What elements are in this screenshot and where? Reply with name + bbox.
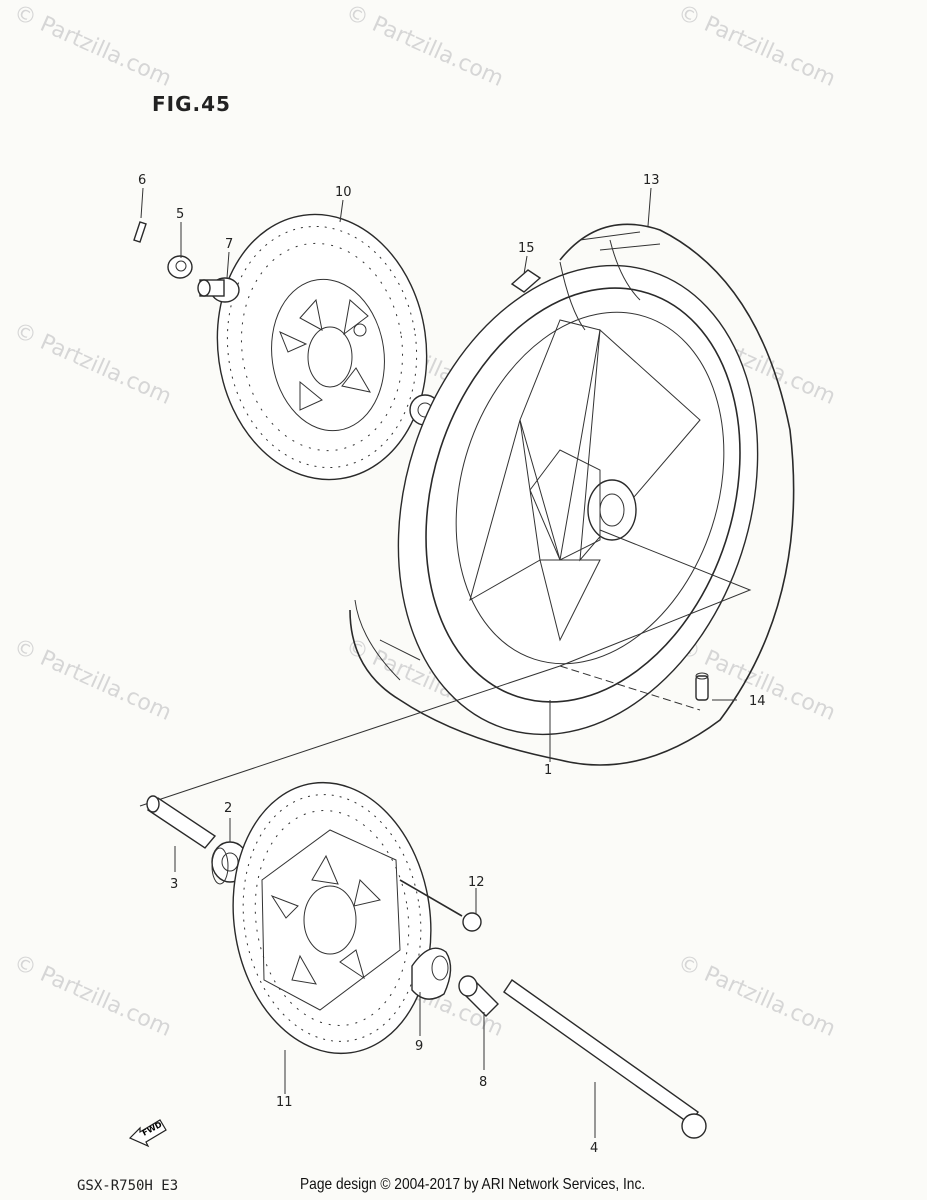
callout-5: 5 — [176, 207, 184, 222]
callout-6: 6 — [138, 173, 146, 188]
brake-disc-upper[interactable] — [201, 201, 444, 493]
callout-12: 12 — [468, 875, 485, 890]
brake-disc-lower[interactable] — [216, 770, 448, 1067]
axle-nut[interactable] — [167, 255, 193, 279]
callout-11: 11 — [276, 1095, 293, 1110]
front-tire[interactable] — [349, 223, 795, 766]
callout-8: 8 — [479, 1075, 487, 1090]
leader-lines — [140, 187, 737, 1138]
tire-valve[interactable] — [695, 672, 709, 701]
front-axle[interactable] — [503, 979, 707, 1139]
model-code: GSX-R750H E3 — [77, 1178, 179, 1194]
axle-collar[interactable] — [458, 975, 499, 1017]
balance-weight[interactable] — [510, 269, 542, 293]
fwd-arrow-icon: FWD — [128, 1119, 167, 1148]
front-wheel-rim[interactable] — [340, 219, 815, 782]
wheel-spacer[interactable] — [146, 795, 217, 849]
callout-2: 2 — [224, 801, 232, 816]
disc-bolt[interactable] — [399, 879, 482, 932]
callout-4: 4 — [590, 1141, 598, 1156]
callout-13: 13 — [643, 173, 660, 188]
spacer-collar[interactable] — [197, 277, 240, 303]
callout-9: 9 — [415, 1039, 423, 1054]
page-footer: Page design © 2004-2017 by ARI Network S… — [300, 1176, 646, 1193]
dust-seal[interactable] — [411, 947, 452, 1000]
callout-7: 7 — [225, 237, 233, 252]
cotter-pin[interactable] — [133, 221, 147, 243]
callout-14: 14 — [749, 694, 766, 709]
figure-title: FIG.45 — [152, 92, 231, 116]
callout-10: 10 — [335, 185, 352, 200]
callout-3: 3 — [170, 877, 178, 892]
callout-15: 15 — [518, 241, 535, 256]
callout-1: 1 — [544, 763, 552, 778]
